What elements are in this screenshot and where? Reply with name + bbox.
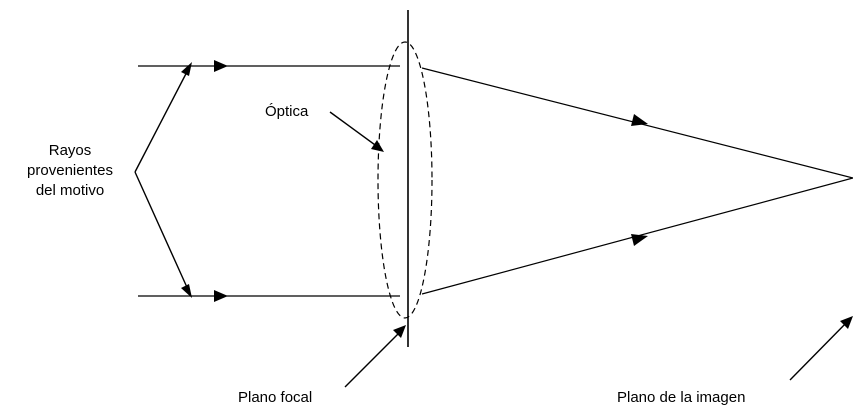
focal-plane-label: Plano focal (238, 389, 312, 406)
ray-top-arrow (214, 60, 228, 72)
rays-label-line3: del motivo (36, 182, 104, 199)
ray-top-outgoing-arrow (631, 114, 648, 126)
rays-pointer-down (134, 171, 191, 295)
optics-label: Óptica (265, 103, 309, 120)
ray-bottom-arrow (214, 290, 228, 302)
optics-pointer-head (371, 140, 384, 152)
rays-pointer-up (134, 65, 191, 173)
image-plane-pointer-head (840, 316, 853, 329)
rays-pointer-down-head (181, 284, 192, 298)
image-plane-label: Plano de la imagen (617, 389, 745, 406)
rays-label-line1: Rayos (49, 142, 92, 159)
lens-outline (377, 41, 433, 319)
rays-label-line2: provenientes (27, 162, 113, 179)
ray-bottom-outgoing-arrow (631, 234, 648, 246)
rays-pointer-up-head (181, 62, 192, 76)
optics-pointer (329, 111, 383, 151)
image-plane-pointer (789, 317, 852, 381)
focal-plane-pointer (344, 327, 405, 388)
focal-plane-pointer-head (393, 325, 406, 338)
